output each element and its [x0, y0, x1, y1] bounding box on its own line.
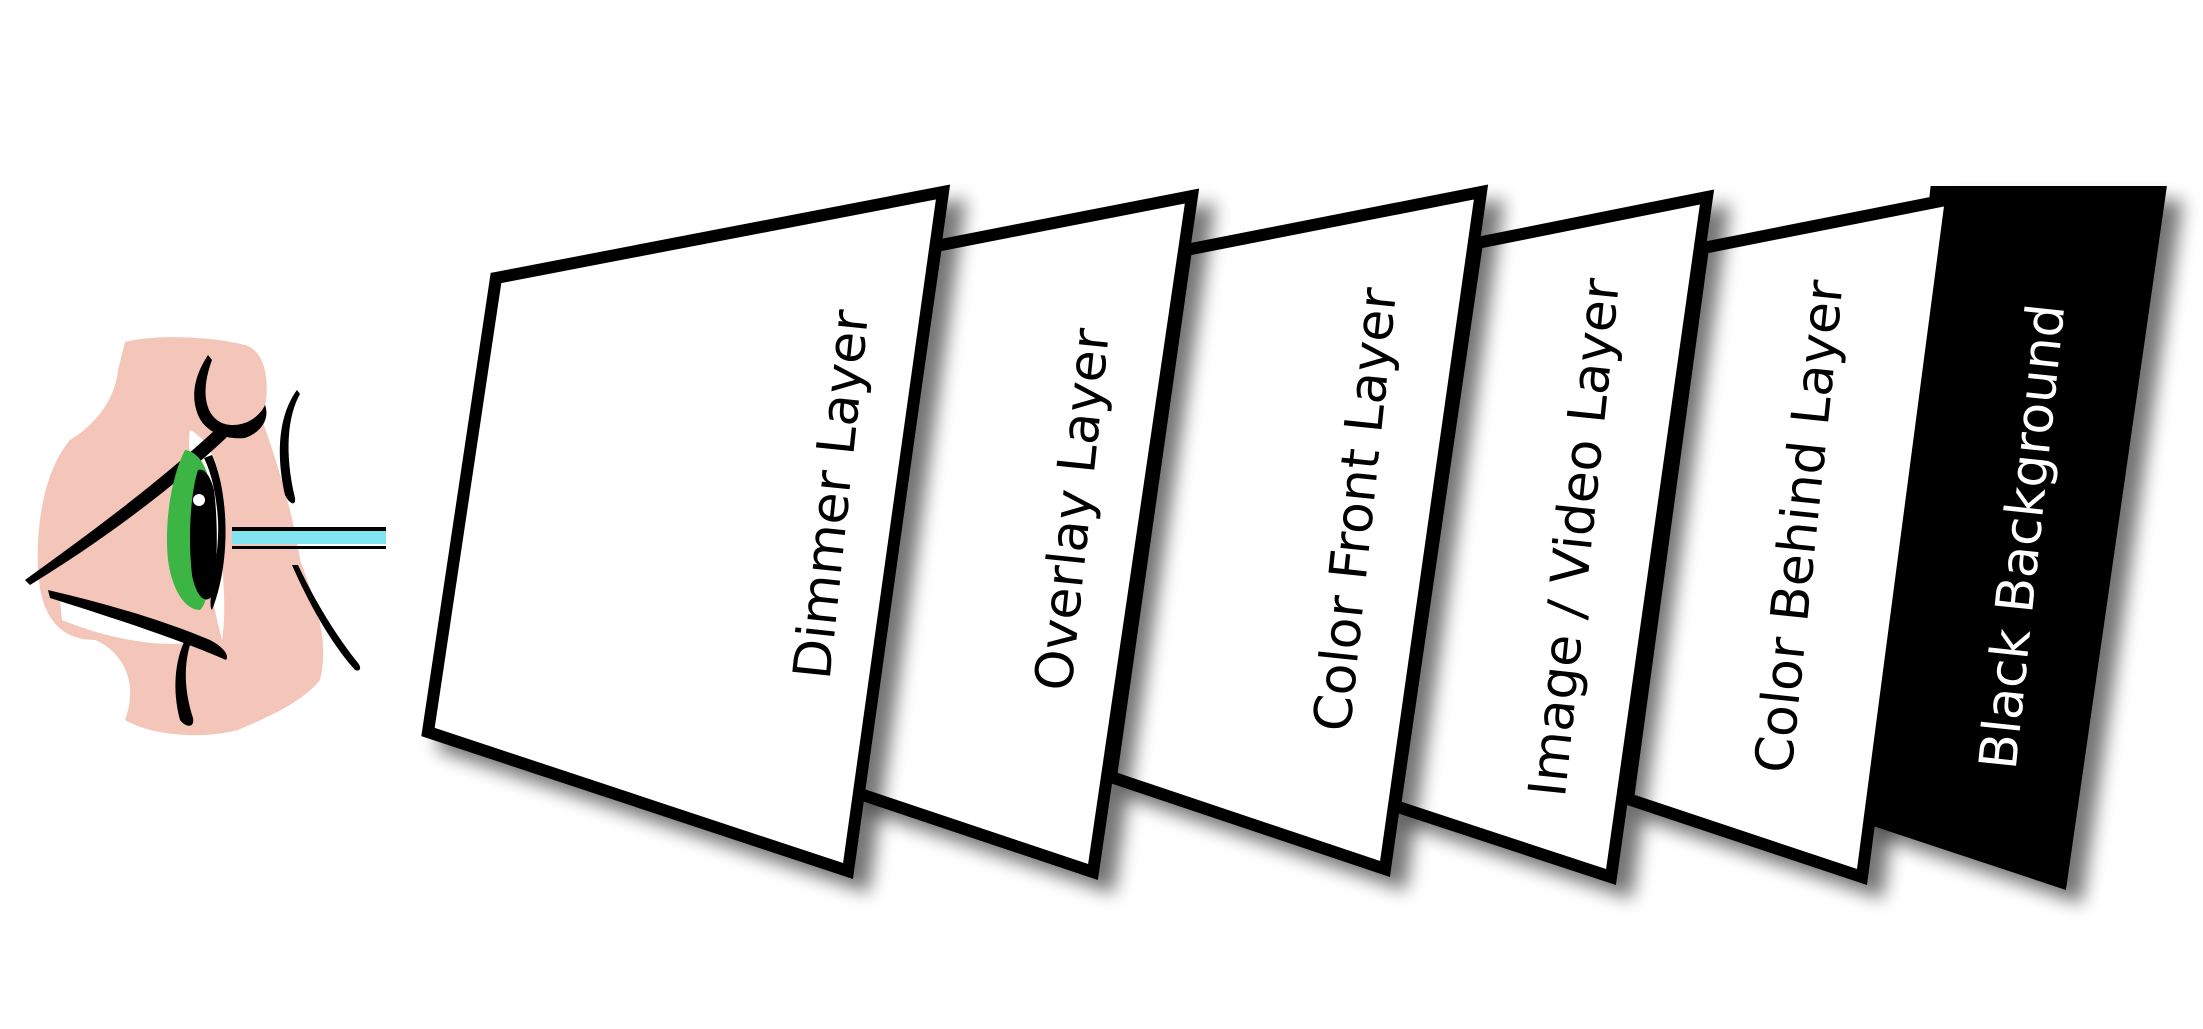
sight-line: [232, 546, 386, 549]
layer-panel: Overlay Layer: [850, 188, 1200, 880]
nose-stroke: [292, 565, 361, 671]
cheek-line: [175, 640, 194, 726]
layer-panel-shape: [421, 184, 951, 879]
layer-panel: Dimmer Layer: [421, 184, 951, 879]
eyelid-lower-line: [48, 590, 228, 660]
sight-line: [232, 527, 386, 531]
layer-panel: Color Behind Layer: [1621, 191, 1959, 885]
brow-stroke: [279, 390, 300, 504]
sight-line-glow: [232, 530, 386, 544]
pupil-highlight: [193, 494, 205, 506]
pupil: [190, 469, 217, 600]
eyelid-upper-line: [25, 427, 229, 585]
eye-outline: [204, 455, 226, 610]
eye-icon: [25, 337, 386, 736]
eyebrow-line: [194, 355, 267, 439]
